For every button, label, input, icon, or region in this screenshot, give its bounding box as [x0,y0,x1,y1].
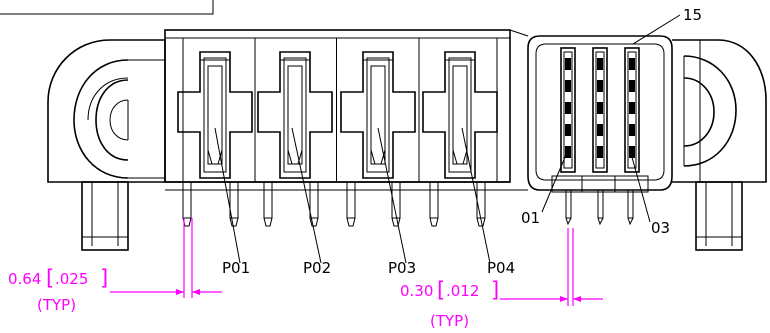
right-peg [695,181,743,251]
signal-contact [629,146,635,158]
power-pitch-imperial: .025 [55,270,88,288]
label-p04: P04 [487,259,515,277]
power-contact-4 [422,51,498,179]
label-p02: P02 [303,259,331,277]
signal-tail-1 [565,189,572,226]
power-contact-2 [257,38,337,182]
signal-pitch-bracket-open: [ [437,278,445,302]
signal-tails [565,189,634,226]
signal-pitch-imperial: .012 [446,282,479,300]
power-pitch-bracket-close: ] [100,266,108,290]
label-p03: P03 [388,259,416,277]
callout-labels: P01 P02 P03 P04 01 03 15 [222,6,702,277]
left-latch [47,39,166,183]
signal-contact [597,102,603,114]
signal-housing [509,29,673,193]
signal-contact [597,58,603,70]
label-p01: P01 [222,259,250,277]
signal-pitch-bracket-close: ] [491,278,499,302]
power-tail-5 [346,181,356,227]
power-contact-1 [177,38,256,182]
signal-pitch-metric: 0.30 [400,282,433,300]
power-housing [164,29,511,191]
leader-lines [214,14,681,264]
power-pitch-note: (TYP) [37,296,76,314]
signal-contact [565,146,571,158]
signal-contact [565,102,571,114]
left-peg [81,181,129,251]
signal-tail-2 [597,189,604,226]
power-tail-2 [229,181,239,227]
signal-column-1 [560,47,576,173]
power-pitch-metric: 0.64 [8,270,41,288]
power-tails [182,181,486,227]
signal-pitch-note: (TYP) [430,312,469,330]
signal-contact [565,124,571,136]
power-tail-4 [309,181,319,227]
signal-tail-3 [627,189,634,226]
power-pitch-bracket-open: [ [46,266,54,290]
power-contact-3 [340,38,420,182]
signal-contact [565,58,571,70]
power-contacts [177,38,498,182]
label-pin-01: 01 [521,209,540,227]
signal-contact [629,58,635,70]
label-pin-15: 15 [683,6,702,24]
signal-contact [565,80,571,92]
signal-contact [629,102,635,114]
dimension-signal-pitch: 0.30 [ .012 ] (TYP) [400,228,603,330]
signal-contact [597,146,603,158]
power-tail-6 [391,181,401,227]
signal-contact [629,124,635,136]
label-pin-03: 03 [651,219,670,237]
signal-contact [597,124,603,136]
signal-contact [629,80,635,92]
title-block-corner [0,0,214,15]
right-latch [672,39,767,183]
signal-column-3 [624,47,640,173]
dimension-power-pitch: 0.64 [ .025 ] (TYP) [8,218,222,314]
signal-column-2 [592,47,608,173]
power-tail-3 [263,181,273,227]
signal-columns [560,47,640,173]
signal-contact [597,80,603,92]
power-tail-7 [429,181,439,227]
